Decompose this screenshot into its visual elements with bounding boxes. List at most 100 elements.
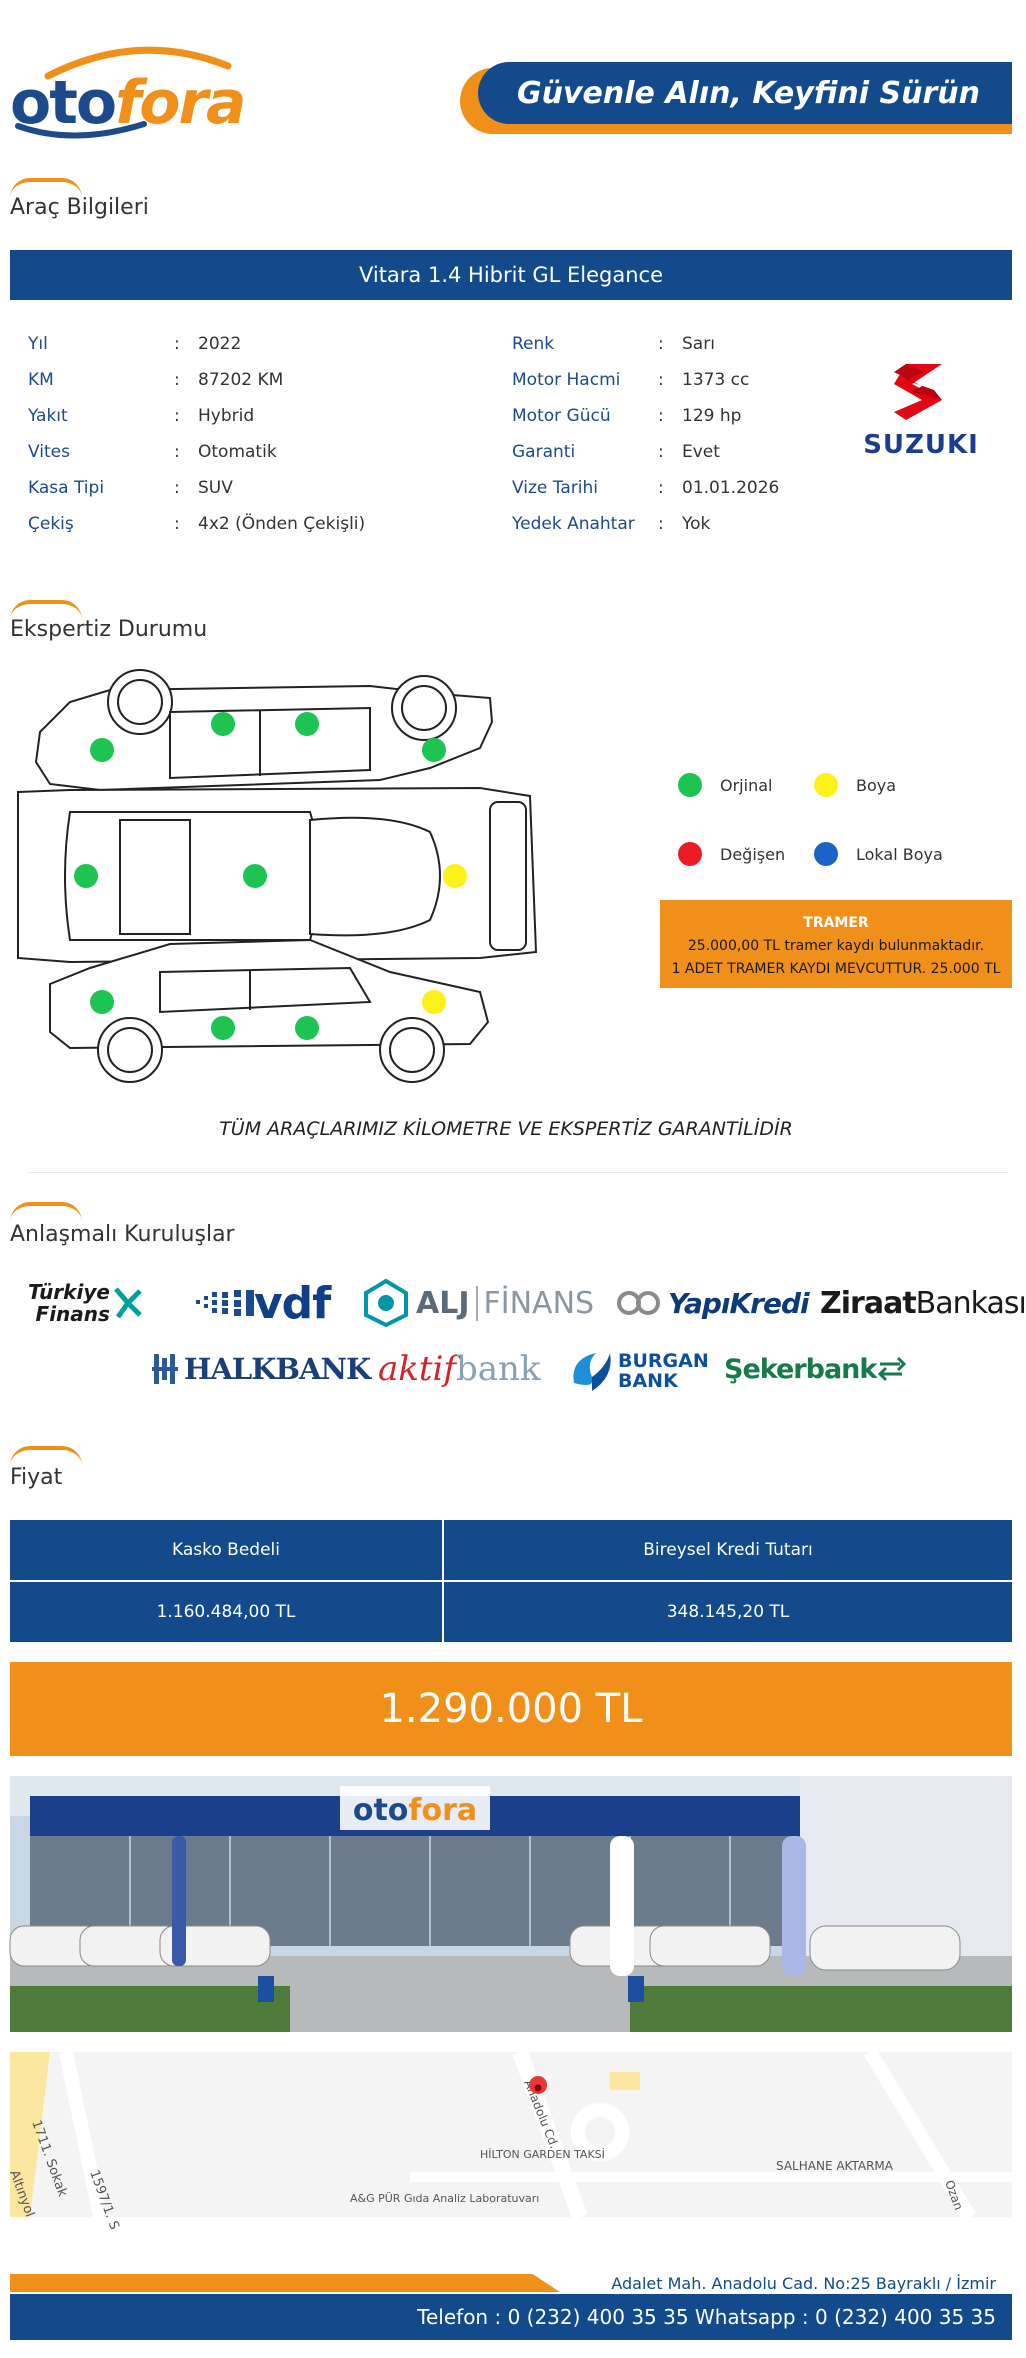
spec-label: Motor Hacmi — [512, 370, 621, 390]
spec-label: Çekiş — [28, 514, 74, 534]
logo-text: YapıKredi — [668, 1286, 810, 1320]
logo-line: Finans — [35, 1302, 110, 1326]
section-title-expertise: Ekspertiz Durumu — [10, 617, 208, 642]
marker-orjinal — [211, 712, 235, 736]
spec-row-drive: Çekiş:4x2 (Önden Çekişli) — [28, 506, 488, 542]
location-pin-icon — [529, 2076, 548, 2112]
spec-value: Otomatik — [198, 442, 277, 462]
footer-accent-bar — [10, 2274, 560, 2292]
section-title-price: Fiyat — [10, 1465, 63, 1490]
logo-text: HALKBANK — [184, 1352, 371, 1386]
spec-row-inspection-date: Vize Tarihi:01.01.2026 — [512, 470, 832, 506]
spec-colon: : — [658, 442, 664, 462]
tulip-icon — [114, 1287, 142, 1319]
spec-value: Hybrid — [198, 406, 255, 426]
spec-row-fuel: Yakıt: Hybrid — [28, 398, 488, 434]
slogan-banner: Güvenle Alın, Keyfini Sürün — [460, 62, 1012, 134]
spec-colon: : — [174, 406, 180, 426]
marker-orjinal — [295, 712, 319, 736]
spec-value: 2022 — [198, 334, 242, 354]
section-arc-icon — [10, 600, 82, 620]
section-arc-icon — [10, 1202, 82, 1222]
tramer-box: TRAMER 25.000,00 TL tramer kaydı bulunma… — [660, 900, 1012, 988]
spec-colon: : — [174, 370, 180, 390]
divider — [28, 1172, 1008, 1173]
yapi-kredi-logo[interactable]: YapıKredi — [616, 1278, 810, 1328]
spec-label: Yakıt — [28, 406, 68, 426]
logo-line: Türkiye — [28, 1280, 110, 1304]
map-label: A&G PÜR Gıda Analiz Laboratuvarı — [350, 2192, 539, 2205]
marker-orjinal — [295, 1016, 319, 1040]
tramer-title: TRAMER — [803, 915, 869, 931]
vehicle-specs-left: Yıl:2022 KM:87202 KM Yakıt:Hybrid Vites:… — [28, 326, 488, 542]
spec-row-year: Yıl:2022 — [28, 326, 488, 362]
suzuki-wordmark: SUZUKI — [863, 430, 979, 460]
spec-label: Renk — [512, 334, 555, 354]
logo-underline-swoosh-icon — [15, 121, 147, 139]
spec-colon: : — [658, 514, 664, 534]
halkbank-emblem-icon — [152, 1354, 178, 1384]
spec-label: Vize Tarihi — [512, 478, 598, 498]
spec-row-engine-volume: Motor Hacmi:1373 cc — [512, 362, 832, 398]
turkiye-finans-logo[interactable]: Türkiye Finans — [28, 1278, 158, 1328]
suzuki-s-emblem-icon — [894, 364, 942, 420]
section-title-vehicle-info: Araç Bilgileri — [10, 195, 149, 220]
alj-finans-logo[interactable]: ALJ FİNANS — [362, 1278, 594, 1328]
legend-label: Lokal Boya — [856, 845, 943, 864]
tramer-line-1: 25.000,00 TL tramer kaydı bulunmaktadır. — [687, 938, 985, 954]
price-value-kredi: 348.145,20 TL — [444, 1582, 1012, 1642]
logo-text-suffix: bank — [456, 1349, 541, 1389]
footer-contact[interactable]: Telefon : 0 (232) 400 35 35 Whatsapp : 0… — [10, 2294, 1012, 2340]
spec-value: 1373 cc — [682, 370, 750, 390]
price-header-kredi: Bireysel Kredi Tutarı — [444, 1520, 1012, 1580]
burgan-bank-logo[interactable]: BURGAN BANK — [566, 1346, 712, 1396]
spec-value: Sarı — [682, 334, 715, 354]
vehicle-specs-right: Renk:Sarı Motor Hacmi:1373 cc Motor Gücü… — [512, 326, 832, 542]
map-label: SALHANE AKTARMA — [776, 2159, 894, 2173]
spec-row-km: KM:87202 KM — [28, 362, 488, 398]
logo-text: Şekerbank — [724, 1353, 877, 1385]
legend-dot-yellow — [814, 773, 838, 797]
legend-label: Orjinal — [720, 776, 773, 795]
spec-label: Vites — [28, 442, 70, 462]
footer-address: Adalet Mah. Anadolu Cad. No:25 Bayraklı … — [611, 2274, 996, 2293]
otofora-logo[interactable]: otofora — [10, 40, 247, 140]
spec-row-engine-power: Motor Gücü:129 hp — [512, 398, 832, 434]
spec-colon: : — [174, 514, 180, 534]
dealership-photo: otofora — [9, 1776, 1012, 2032]
alj-emblem-icon — [364, 1278, 408, 1328]
legend-dot-blue — [814, 842, 838, 866]
logo-swoosh-icon — [44, 46, 232, 80]
tramer-line-2: 1 ADET TRAMER KAYDI MEVCUTTUR. 25.000 TL — [671, 961, 1001, 977]
spec-colon: : — [658, 334, 664, 354]
vdf-logo[interactable]: vdf — [196, 1278, 331, 1329]
section-title-partners: Anlaşmalı Kuruluşlar — [10, 1222, 235, 1247]
price-header-kasko: Kasko Bedeli — [10, 1520, 442, 1580]
spec-row-body-type: Kasa Tipi:SUV — [28, 470, 488, 506]
spec-colon: : — [658, 478, 664, 498]
guarantee-text: TÜM ARAÇLARIMIZ KİLOMETRE VE EKSPERTİZ G… — [219, 1118, 793, 1140]
spec-row-transmission: Vites:Otomatik — [28, 434, 488, 470]
spec-label: KM — [28, 370, 54, 390]
marker-orjinal — [74, 864, 98, 888]
logo-line: BANK — [618, 1370, 678, 1392]
location-map[interactable]: 1711. Sokak Altınyol 1597/1. S Anadolu C… — [6, 2048, 1012, 2232]
marker-orjinal — [90, 738, 114, 762]
logo-text: Ziraat — [820, 1285, 917, 1321]
legend-dot-green — [678, 773, 702, 797]
dealership-sign-text: otofora — [353, 1793, 477, 1828]
car-damage-diagram — [17, 669, 538, 1083]
legend-label: Boya — [856, 776, 897, 795]
marker-orjinal — [211, 1016, 235, 1040]
spec-value: 87202 KM — [198, 370, 284, 390]
section-arc-icon — [10, 178, 82, 198]
suzuki-brand-logo: SUZUKI — [846, 360, 996, 460]
spec-value: Yok — [682, 514, 711, 534]
spec-colon: : — [658, 406, 664, 426]
halkbank-logo[interactable]: HALKBANK — [152, 1346, 371, 1392]
total-price: 1.290.000 TL — [10, 1662, 1012, 1756]
sekerbank-logo[interactable]: Şekerbank — [724, 1346, 907, 1392]
spec-colon: : — [174, 334, 180, 354]
